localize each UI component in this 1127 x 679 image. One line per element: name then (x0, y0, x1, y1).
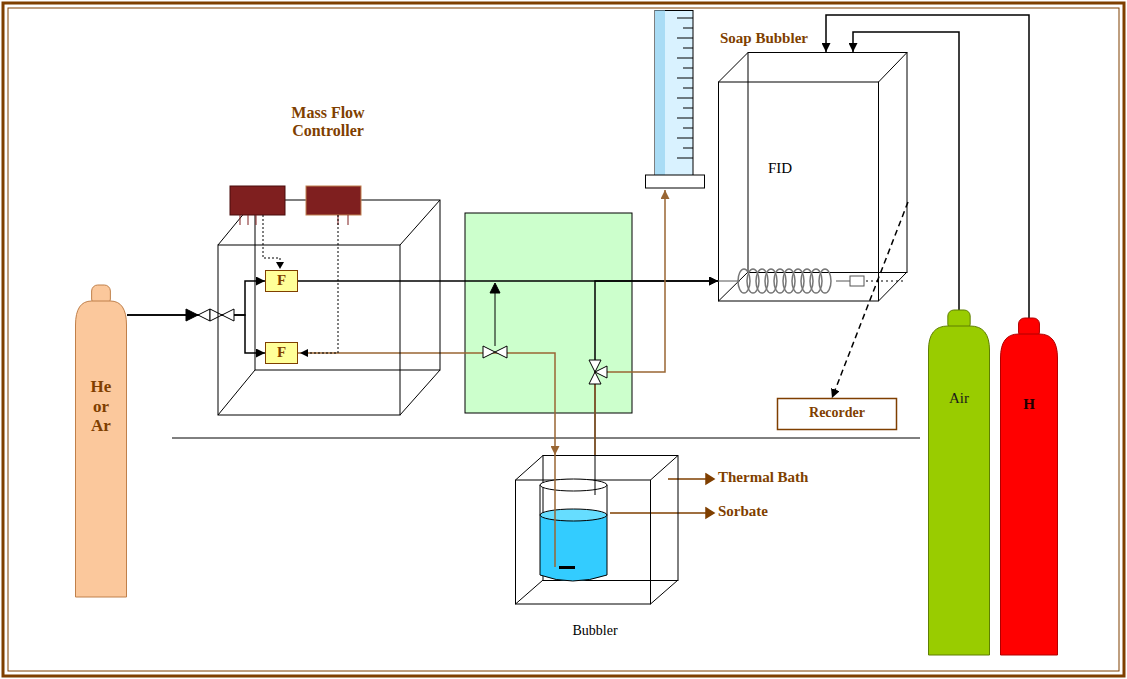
soap-bubbler: Soap Bubbler (645, 10, 705, 190)
inlet-valves (186, 309, 234, 321)
fid-outline (718, 52, 908, 302)
gas-cylinder: Air (928, 310, 990, 655)
three-way-valve (589, 360, 607, 384)
burette-outline (645, 10, 705, 190)
cyl-outline (1000, 318, 1058, 655)
pipe-connector (832, 202, 908, 398)
mass-flow-controller: Mass Flow ControllerFF (218, 200, 440, 415)
bubbler-bath: Bubbler (515, 455, 680, 605)
mfc-outline (218, 200, 440, 415)
pipe-connector (853, 32, 959, 310)
node-label: Air (928, 390, 990, 407)
leader-arrows (610, 474, 714, 518)
flow-controller: F (265, 342, 298, 364)
frame-inner (8, 8, 1119, 671)
valve-panel (465, 213, 632, 413)
part-label: Thermal Bath (718, 469, 808, 486)
node-label: He or Ar (83, 377, 119, 436)
node-label: F (265, 272, 298, 289)
cyl-outline (75, 285, 127, 597)
gas-cylinder: H (1000, 318, 1058, 655)
frame-outer (3, 3, 1124, 676)
node-label: Soap Bubbler (720, 30, 808, 47)
bench-line (172, 438, 920, 439)
pipe-connector (127, 281, 265, 315)
gas-cylinder: He or Ar (75, 285, 127, 597)
pipe-connector (595, 281, 718, 455)
bath-outline (515, 455, 680, 605)
pipe-connector (298, 353, 555, 455)
part-label: Sorbate (718, 503, 768, 520)
flow-controller: F (265, 270, 298, 292)
node-label: Bubbler (555, 623, 635, 639)
fid-detector: FID (718, 52, 908, 302)
recorder-box: Recorder (777, 398, 897, 430)
node-label: FID (768, 160, 792, 177)
node-label: Recorder (777, 405, 897, 421)
node-label: H (1000, 396, 1058, 413)
pipe-connector (595, 190, 665, 455)
bypass-valve (483, 283, 507, 358)
node-label: Mass Flow Controller (268, 104, 388, 141)
pipe-connector (127, 315, 265, 353)
node-label: F (265, 344, 298, 361)
cyl-outline (928, 310, 990, 655)
